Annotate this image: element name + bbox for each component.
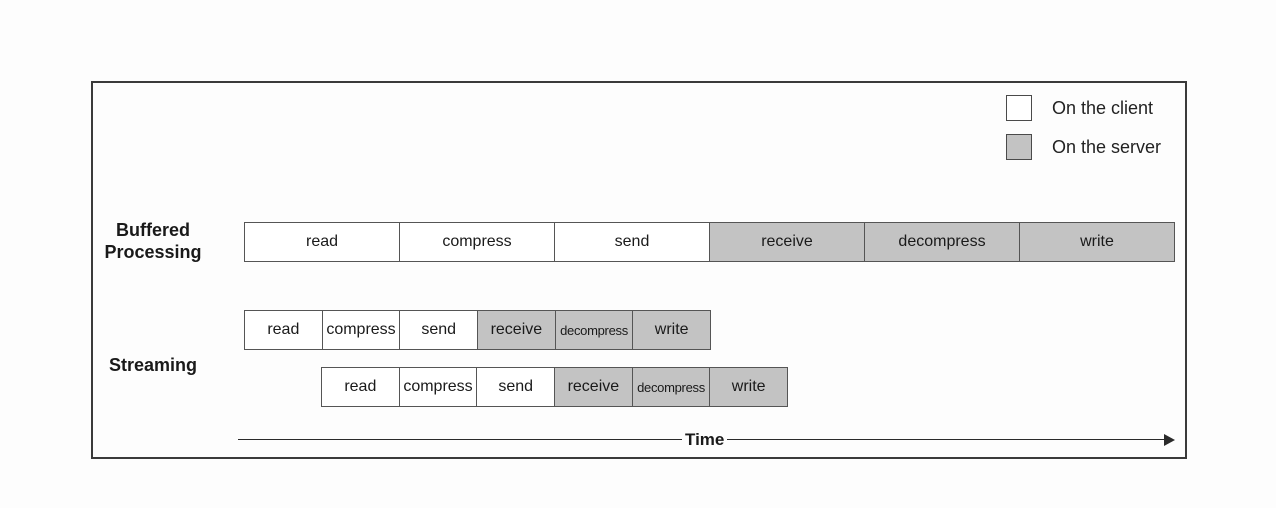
- stage-write-cell: write: [1019, 223, 1174, 261]
- stage-decompress-cell: decompress: [554, 311, 633, 349]
- time-axis-label: Time: [682, 430, 728, 450]
- legend-client-label: On the client: [1052, 98, 1154, 118]
- stage-write-cell: write: [709, 368, 788, 406]
- legend-client-swatch: [1006, 95, 1032, 121]
- stage-compress-cell: compress: [399, 223, 554, 261]
- stage-read-cell: read: [245, 223, 399, 261]
- stage-compress-cell: compress: [321, 311, 400, 349]
- buffered-label-line1: Buffered: [115, 220, 190, 240]
- stage-read-cell: read: [245, 311, 322, 349]
- stage-send-cell: send: [554, 223, 709, 261]
- stage-send-cell: send: [476, 368, 555, 406]
- buffered-processing-label: Buffered Processing: [100, 219, 206, 263]
- time-axis-arrowhead: [1164, 434, 1175, 446]
- legend-server-label: On the server: [1052, 137, 1162, 157]
- stage-write-cell: write: [632, 311, 711, 349]
- streaming-label: Streaming: [108, 355, 198, 375]
- stage-receive-cell: receive: [709, 223, 864, 261]
- legend-server-swatch: [1006, 134, 1032, 160]
- stage-compress-cell: compress: [398, 368, 477, 406]
- stage-read-cell: read: [322, 368, 399, 406]
- buffered-label-line2: Processing: [104, 242, 202, 262]
- stage-decompress-cell: decompress: [864, 223, 1019, 261]
- stage-decompress-cell: decompress: [631, 368, 710, 406]
- stage-receive-cell: receive: [554, 368, 632, 406]
- stage-receive-cell: receive: [477, 311, 555, 349]
- stage-send-cell: send: [399, 311, 478, 349]
